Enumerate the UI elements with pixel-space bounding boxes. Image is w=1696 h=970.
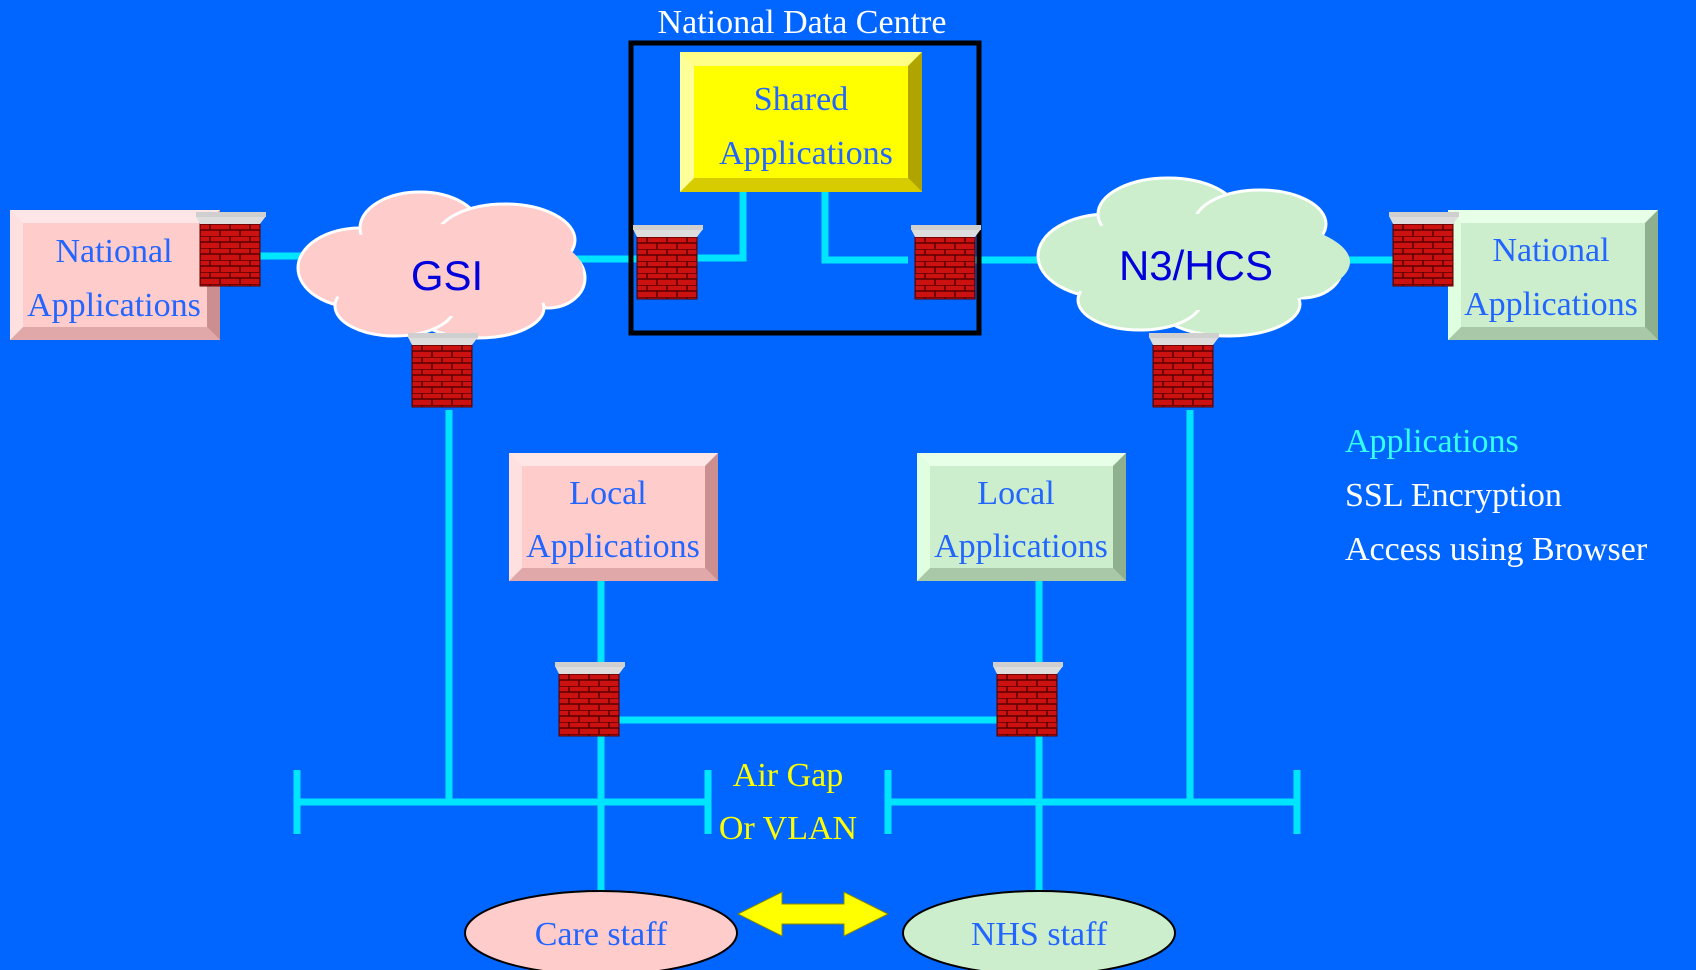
n3-hcs-cloud-label: N3/HCS [1119,242,1273,289]
legend-item-access-browser: Access using Browser [1345,531,1648,568]
national-applications-right-box[interactable]: National Applications [1448,210,1658,340]
national-data-centre-label: National Data Centre [658,4,947,41]
legend-item-ssl-encryption: SSL Encryption [1345,477,1562,514]
local-applications-right-box[interactable]: Local Applications [917,453,1126,581]
n3-hcs-cloud[interactable]: N3/HCS [1036,176,1350,338]
firewall-icon [1148,332,1220,408]
local-applications-right-line2: Applications [934,528,1108,565]
national-applications-left-line1: National [55,233,172,270]
double-arrow-icon [736,891,890,937]
nhs-staff-node[interactable]: NHS staff [902,890,1176,970]
shared-applications-line2: Applications [719,135,893,172]
national-applications-left-line2: Applications [27,287,201,324]
firewall-icon [1388,211,1460,287]
air-gap-line1: Air Gap [733,757,843,794]
care-staff-node[interactable]: Care staff [464,890,738,970]
gsi-cloud[interactable]: GSI [296,190,587,340]
local-applications-left-line2: Applications [526,528,700,565]
care-staff-label: Care staff [535,916,668,953]
local-applications-right-line1: Local [977,475,1054,512]
shared-applications-line1: Shared [754,81,848,118]
firewall-icon [910,224,982,300]
shared-applications-box[interactable]: Shared Applications [680,52,922,192]
firewall-icon [992,661,1064,737]
legend: Applications SSL Encryption Access using… [1345,423,1648,568]
national-applications-left-box[interactable]: National Applications [10,210,220,340]
local-applications-left-box[interactable]: Local Applications [509,453,718,581]
firewall-icon [407,332,479,408]
nhs-staff-label: NHS staff [971,916,1108,953]
legend-item-applications: Applications [1345,423,1519,460]
national-applications-right-line2: Applications [1464,286,1638,323]
gsi-cloud-label: GSI [411,252,483,299]
national-data-centre-frame [628,40,982,336]
firewall-icon [632,224,704,300]
firewall-icon [195,211,267,287]
firewall-icon [554,661,626,737]
national-applications-right-line1: National [1492,232,1609,269]
air-gap-line2: Or VLAN [719,810,857,847]
local-applications-left-line1: Local [569,475,646,512]
